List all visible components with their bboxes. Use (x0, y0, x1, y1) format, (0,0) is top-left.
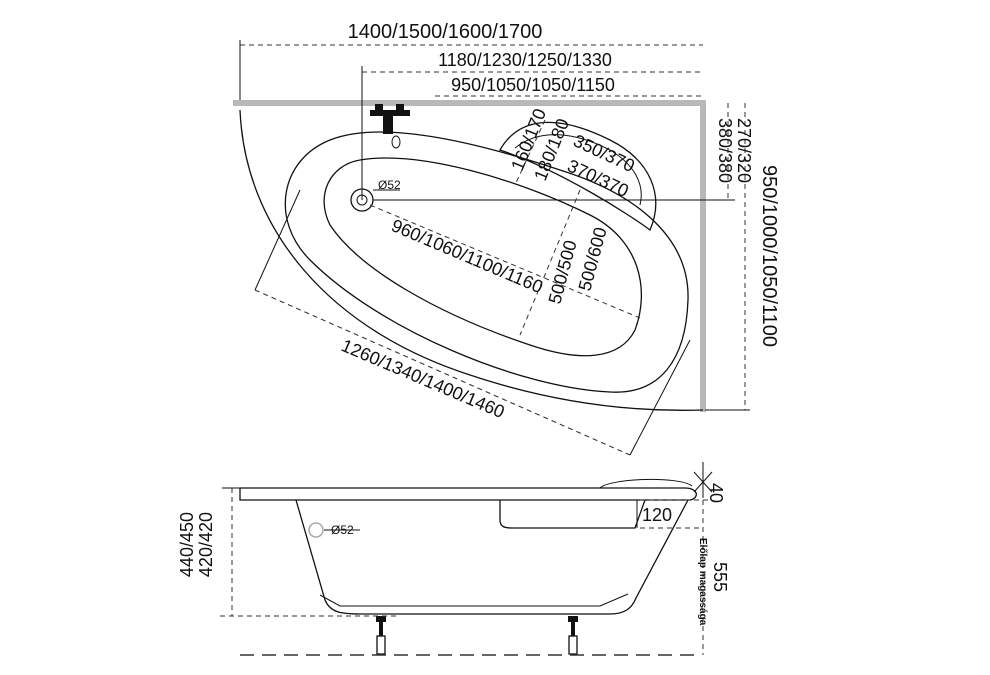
label-height-left-2: 440/450 (177, 512, 197, 577)
headrest-side (599, 479, 693, 489)
label-overall-depth: 950/1000/1050/1100 (758, 165, 780, 347)
leg-left (376, 616, 386, 655)
label-height-left-1: 420/420 (196, 512, 216, 577)
label-inner-length: 960/1060/1100/1160 (388, 215, 545, 297)
label-rim-height: 40 (706, 483, 726, 503)
label-inner-depth-2: 500/600 (575, 225, 611, 293)
drain-side-icon (308, 522, 324, 538)
headrest (499, 121, 657, 232)
dim-line-angle (514, 119, 546, 186)
dim-line-diag-length (254, 289, 631, 456)
label-inner-depth-1: 500/500 (545, 238, 581, 306)
label-overall-width: 1400/1500/1600/1700 (348, 21, 543, 43)
label-drain-offset: 1180/1230/1250/1330 (438, 50, 612, 70)
label-headrest-depth: 270/320 (734, 118, 754, 183)
drain-inner (356, 194, 368, 206)
label-drain-diameter: Ø52 (378, 178, 401, 192)
label-inner-width: 950/1050/1050/1150 (451, 75, 615, 95)
leg-right (568, 616, 578, 655)
dim-tick (254, 189, 301, 291)
tub-base-side (319, 593, 629, 607)
label-step-height: 120 (642, 505, 672, 525)
faucet-icon (370, 104, 410, 149)
outer-shell-curve (239, 109, 704, 411)
label-side-offset: 380/380 (715, 118, 735, 183)
tub-basin (323, 157, 642, 357)
seat-step (499, 499, 646, 529)
dim-tick (629, 339, 691, 456)
dim-line-inner-length (369, 204, 641, 319)
label-side-drain: Ø52 (331, 523, 354, 537)
label-total-height: 555 (710, 562, 730, 592)
tub-rim-side (239, 487, 697, 501)
top-view: 1400/1500/1600/1700 1180/1230/1250/1330 … (233, 21, 780, 456)
side-view: Ø52 40 120 555 Előlap magassága 420/420 … (177, 462, 730, 656)
label-panel-note: Előlap magassága (697, 538, 708, 626)
dim-line-inner-depth (519, 189, 581, 336)
tub-body-side (295, 499, 689, 615)
